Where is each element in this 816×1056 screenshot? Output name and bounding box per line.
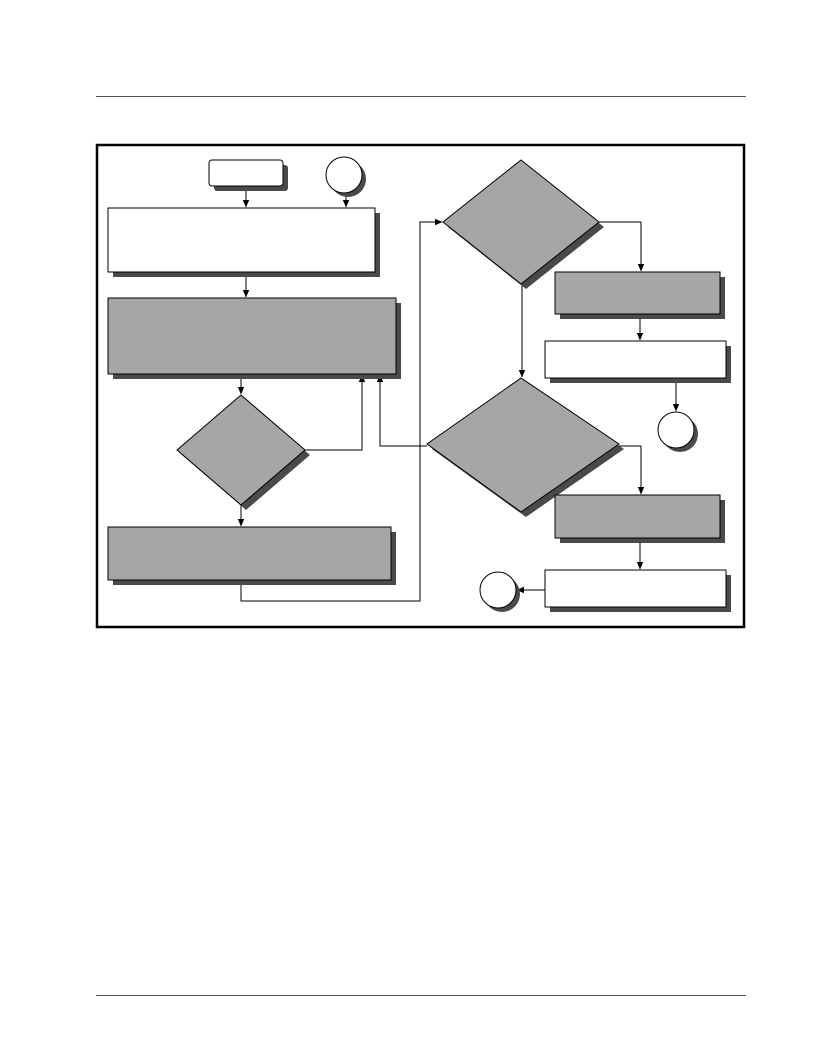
node-step-3 — [107, 526, 396, 585]
node-step-1 — [107, 207, 380, 277]
node-start-terminal — [208, 159, 288, 191]
start-terminal-box — [208, 159, 284, 187]
decision-3-diamond — [426, 377, 620, 513]
decision-2-diamond — [442, 159, 600, 285]
node-decision-3 — [426, 377, 624, 517]
connector-b-circle — [479, 571, 517, 609]
edge-step-3-to-decision-2 — [240, 218, 443, 602]
connector-a-circle — [657, 411, 695, 449]
node-step-2 — [107, 297, 401, 379]
node-decision-1 — [176, 394, 310, 510]
top-connector-circle — [325, 156, 363, 194]
step-4-box — [554, 271, 721, 315]
node-connector-b — [479, 571, 520, 612]
edge-decision-3-to-step-2 — [376, 374, 427, 447]
node-connector-a — [657, 411, 698, 452]
edge-decision-3-to-step-6 — [619, 445, 645, 495]
step-5-box — [544, 340, 727, 379]
diagram-frame — [95, 143, 746, 629]
decision-1-diamond — [176, 394, 306, 506]
step-1-box — [107, 207, 376, 273]
step-7-box — [544, 569, 727, 608]
footer-rule — [96, 995, 746, 996]
node-step-7 — [544, 569, 731, 612]
node-step-5 — [544, 340, 731, 383]
node-decision-2 — [442, 159, 604, 289]
step-3-box — [107, 526, 392, 581]
step-2-box — [107, 297, 397, 375]
node-top-connector — [325, 156, 366, 197]
edge-decision-2-to-step-4 — [599, 221, 645, 272]
node-step-4 — [554, 271, 725, 319]
edge-decision-1-to-step-2 — [305, 374, 366, 451]
node-step-6 — [554, 494, 725, 543]
step-6-box — [554, 494, 721, 539]
header-rule — [96, 96, 746, 97]
